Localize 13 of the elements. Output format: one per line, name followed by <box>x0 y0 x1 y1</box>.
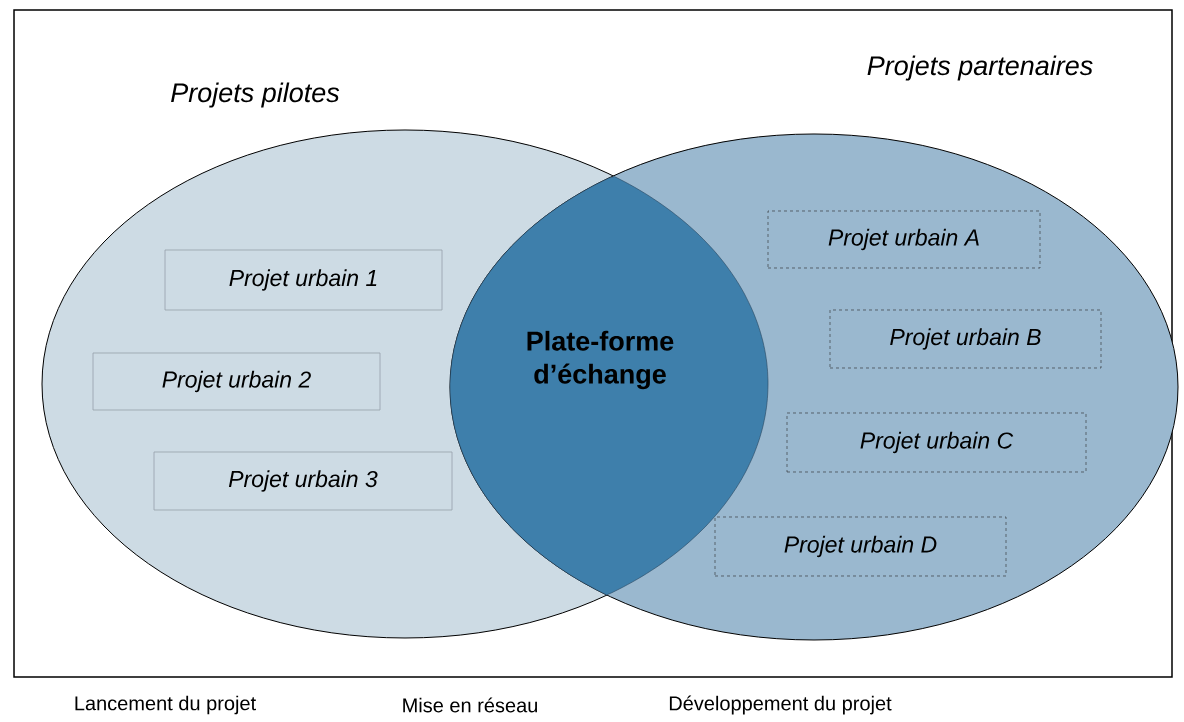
project-box: Projet urbain 3 <box>153 451 453 511</box>
stage-label: Mise en réseau <box>403 697 537 713</box>
node-label: Projets pilotes <box>171 82 340 108</box>
stage-label: Lancement du projet <box>75 695 256 715</box>
project-box: Projet urbain A <box>767 210 1041 269</box>
project-box: Projet urbain 1 <box>164 249 443 311</box>
node-label: Projets partenaires <box>867 55 1093 81</box>
stage-label: Développement du projet <box>669 695 892 715</box>
project-box: Projet urbain C <box>786 412 1087 473</box>
project-box: Projet urbain D <box>714 516 1007 577</box>
project-box: Projet urbain 2 <box>92 352 381 411</box>
overlap-lens: Plate-forme d’échange <box>449 176 769 596</box>
project-box: Projet urbain B <box>829 309 1102 369</box>
